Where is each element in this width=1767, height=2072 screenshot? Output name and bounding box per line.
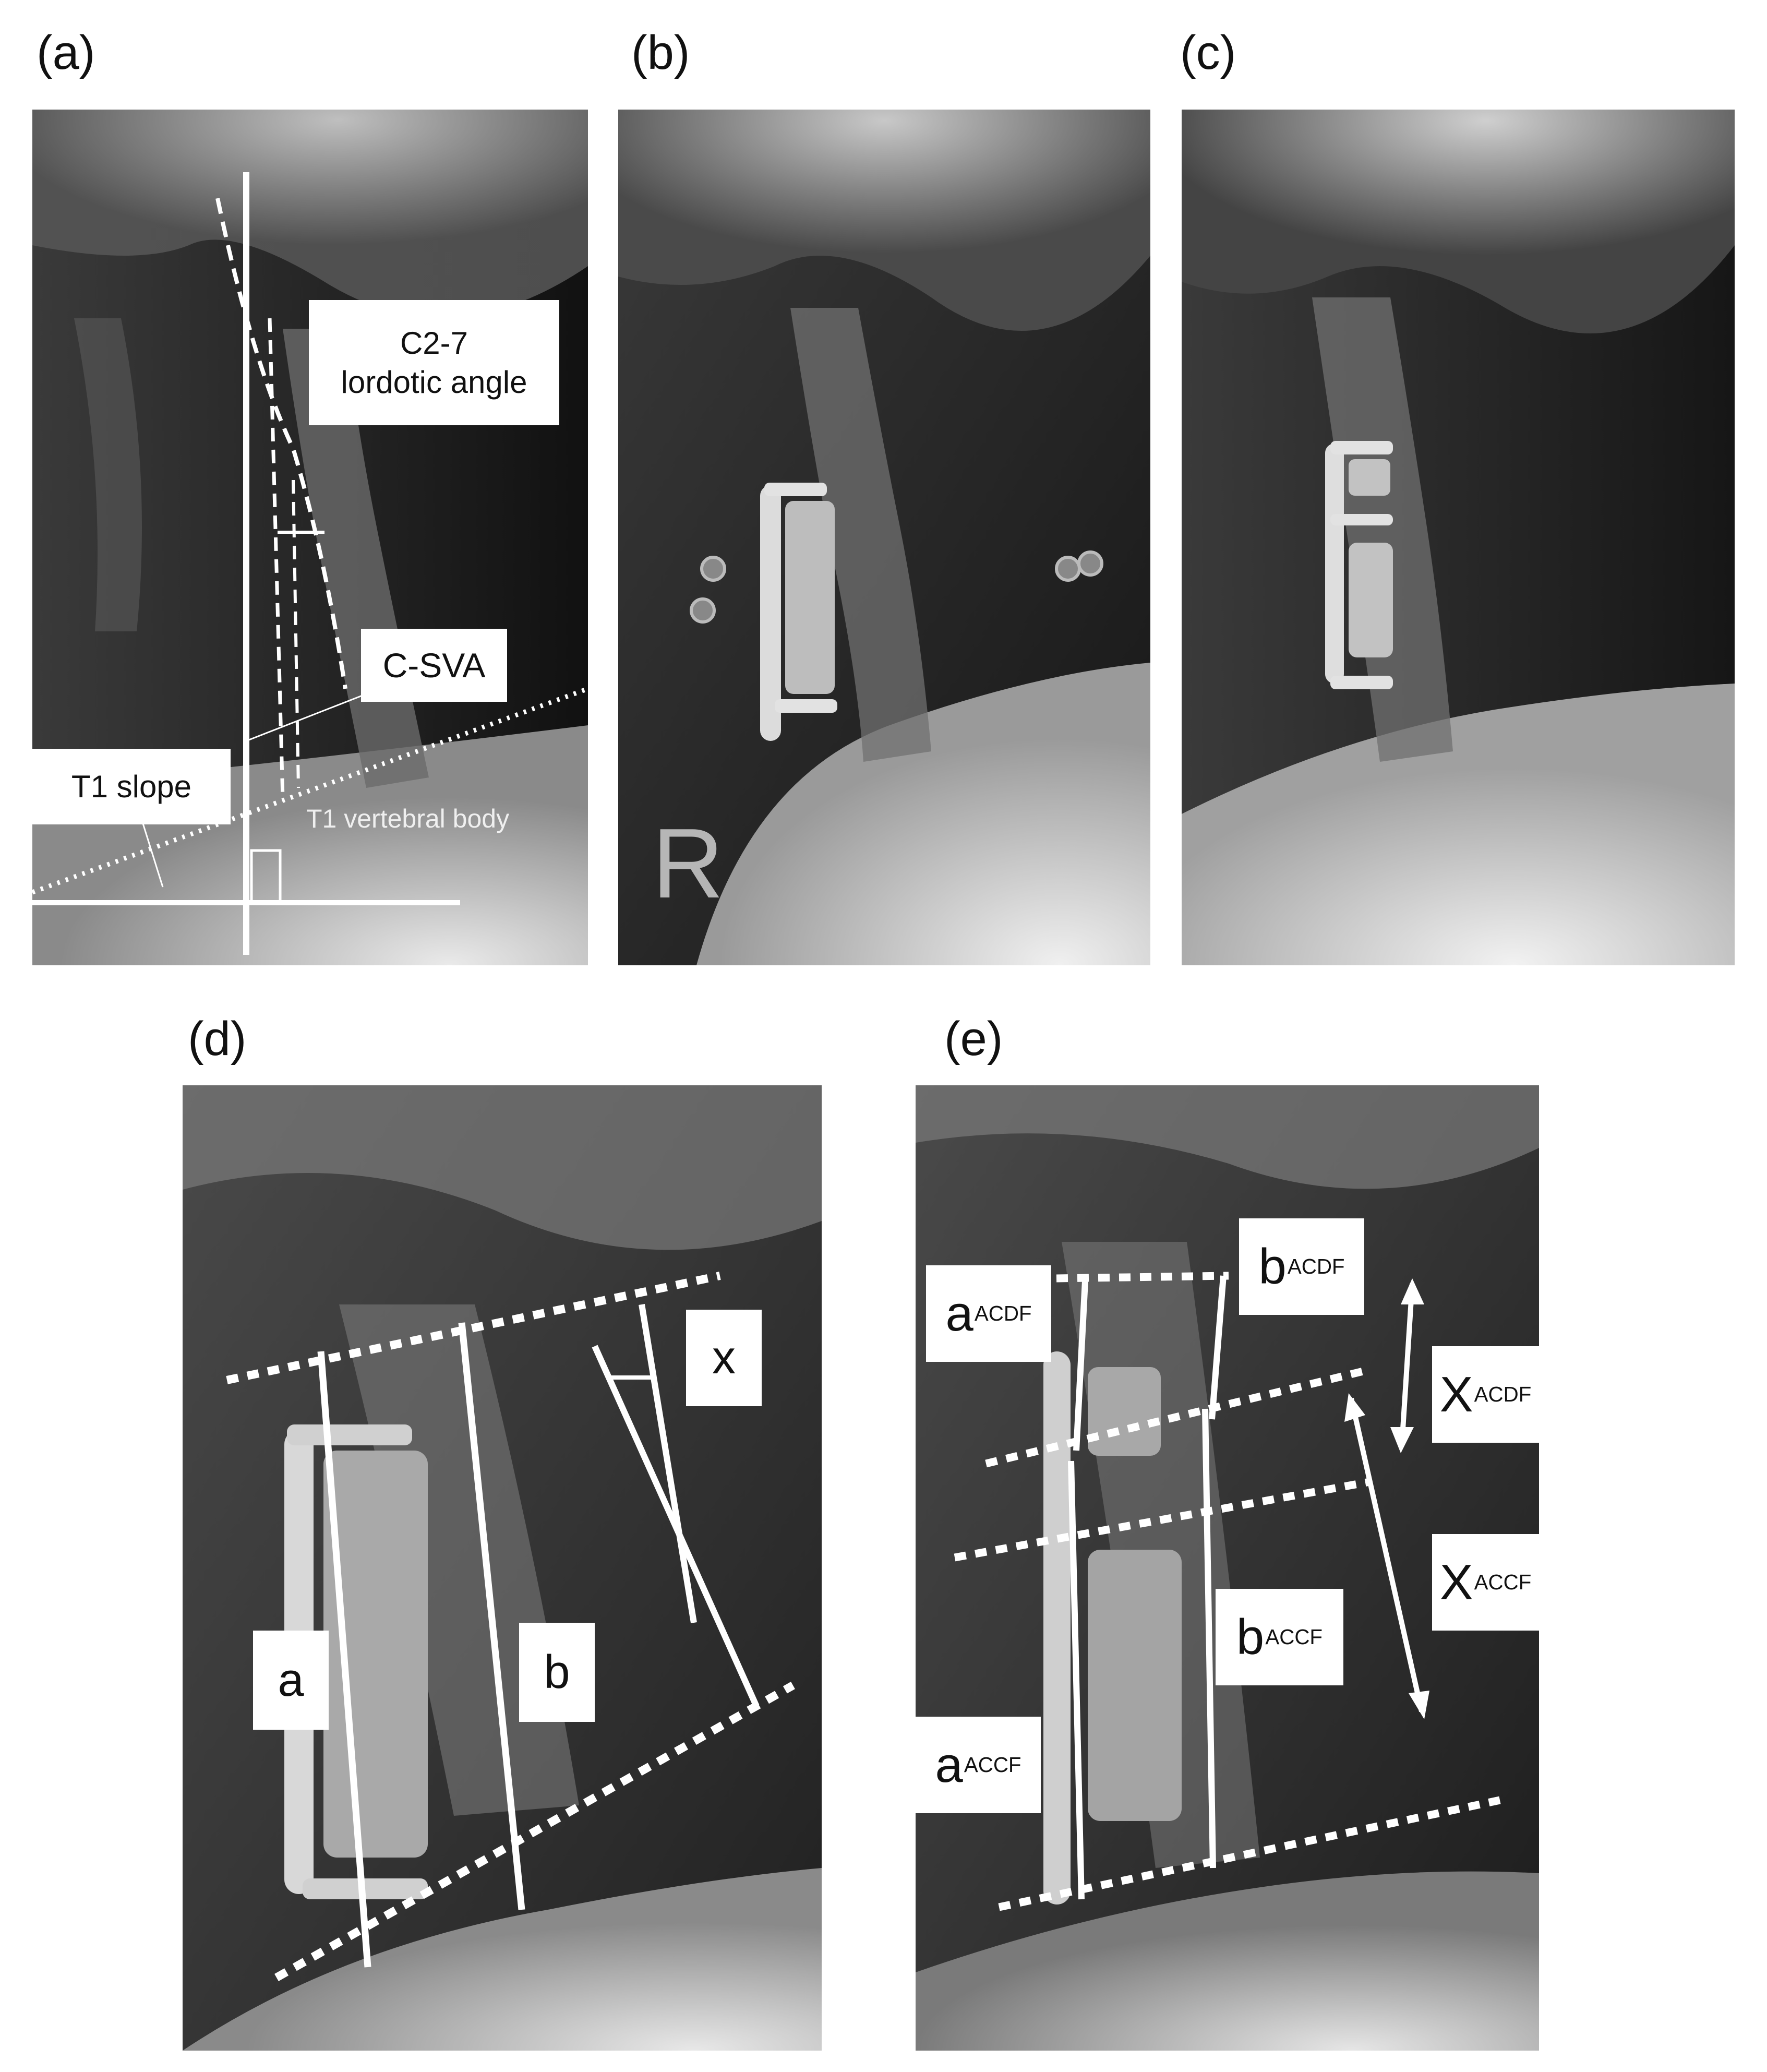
label-b: b (519, 1623, 595, 1722)
xray-panel-a: C2-7 lordotic angle C-SVA T1 slope T1 ve… (32, 110, 588, 965)
t1-endplate-line (32, 686, 588, 895)
fixation-plate (760, 485, 781, 741)
label-b-acdf-sub: ACDF (1287, 1254, 1345, 1279)
line-b-acdf (1209, 1275, 1227, 1420)
posterior-body-line-c2-c7 (215, 198, 347, 689)
skin-marker-right-2 (1077, 550, 1103, 577)
label-x-acdf-sub: ACDF (1474, 1382, 1532, 1407)
csva-leader (246, 693, 367, 742)
x-acdf-arrow (1399, 1283, 1415, 1446)
panel-label-c: (c) (1180, 26, 1236, 79)
line-a-acdf (1073, 1280, 1088, 1451)
label-x-accf-sub: ACCF (1474, 1570, 1532, 1595)
skin-marker-right-1 (1055, 556, 1081, 582)
c2-perpendicular-dashed-line (268, 318, 285, 799)
label-a-acdf-main: a (945, 1285, 973, 1342)
label-t1-vertebral-body: T1 vertebral body (306, 804, 510, 833)
panel-label-d: (d) (188, 1012, 247, 1065)
c27-line2: lordotic angle (341, 365, 527, 400)
label-b-acdf-main: b (1258, 1238, 1287, 1295)
accf-upper-endplate (954, 1478, 1371, 1562)
radiograph-side-marker: R (652, 808, 724, 919)
skin-marker-left-2 (690, 597, 716, 624)
line-a (317, 1351, 371, 1968)
line-a-accf (1068, 1460, 1085, 1900)
label-t1-slope: T1 slope (32, 749, 231, 824)
acdf-upper-endplate (1056, 1272, 1229, 1283)
xray-c-image (1182, 110, 1735, 965)
xray-a-image (32, 110, 588, 965)
accf-cage-e (1088, 1550, 1182, 1821)
acdf-cage-e (1088, 1367, 1161, 1456)
fixation-plate-c (1325, 444, 1344, 684)
skin-marker-left-1 (700, 556, 726, 582)
label-x-acdf-main: X (1439, 1366, 1473, 1422)
label-a-acdf-sub: ACDF (974, 1301, 1032, 1326)
panel-label-e: (e) (944, 1012, 1003, 1065)
label-b-accf-sub: ACCF (1265, 1625, 1323, 1649)
label-x-accf-main: X (1439, 1554, 1473, 1610)
xray-panel-c (1182, 110, 1735, 965)
label-a-accf-sub: ACCF (964, 1753, 1021, 1777)
label-csva: C-SVA (361, 629, 507, 702)
panel-label-a: (a) (37, 26, 95, 79)
cage-implant-d (323, 1451, 428, 1858)
fixation-plate-e (1043, 1351, 1071, 1905)
upper-endplate-line (226, 1272, 721, 1384)
accf-cage (1349, 543, 1393, 657)
x-accf-arrow (1349, 1397, 1424, 1712)
label-b-accf-main: b (1236, 1609, 1265, 1665)
xray-panel-b: R (618, 110, 1150, 965)
label-c27-lordotic-angle: C2-7 lordotic angle (309, 300, 559, 425)
right-angle-mark (250, 849, 282, 904)
line-b (458, 1322, 525, 1910)
xray-panel-d: a b x (183, 1085, 822, 2051)
acdf-cage (1349, 459, 1390, 496)
angle-line-2 (639, 1304, 697, 1623)
xray-d-image (183, 1085, 822, 2051)
c27-line1: C2-7 (400, 326, 468, 361)
xray-b-image (618, 110, 1150, 965)
cage-implant (785, 501, 835, 694)
label-a: a (253, 1631, 329, 1730)
lower-endplate-line (274, 1682, 795, 1981)
label-x: x (686, 1310, 762, 1406)
panel-label-b: (b) (631, 26, 690, 79)
acdf-lower-endplate (985, 1366, 1371, 1468)
line-b-accf (1202, 1408, 1216, 1869)
label-a-accf-main: a (935, 1736, 963, 1793)
